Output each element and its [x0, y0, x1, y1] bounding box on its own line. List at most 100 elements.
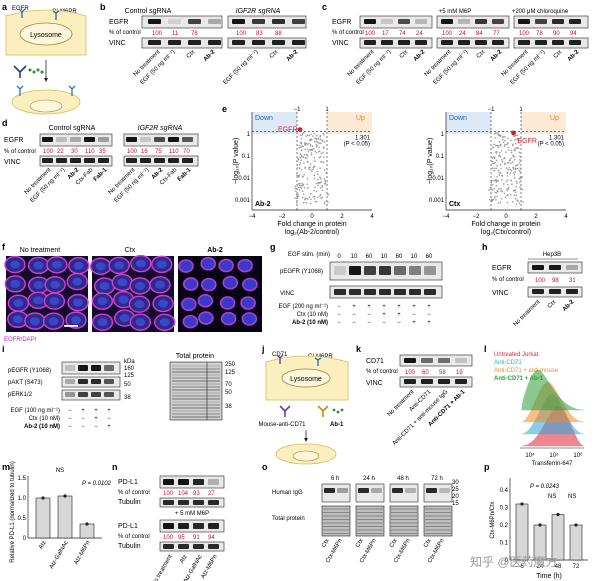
- n-tubulin-band-bottom: [208, 544, 219, 549]
- p-y-tick: 0.2: [500, 523, 509, 529]
- protein-point: [294, 197, 296, 200]
- threshold-value: 1.301: [549, 135, 565, 141]
- protein-point: [491, 184, 494, 186]
- protein-point: [513, 148, 516, 151]
- n-blot-pdl1-bottom: [159, 519, 225, 533]
- protein-point: [512, 168, 515, 170]
- d-egfr-band: [182, 137, 193, 142]
- cell-nucleus: [242, 277, 258, 292]
- protein-point: [498, 188, 500, 190]
- protein-point: [514, 135, 516, 137]
- protein-point: [513, 156, 516, 158]
- panel-b-letter: b: [100, 2, 106, 12]
- protein-point: [496, 190, 499, 192]
- o-ctx-m6pn-band: [337, 488, 348, 493]
- h-pct-3: 31: [569, 278, 576, 284]
- protein-point: [516, 167, 519, 170]
- c-egfr-band: [381, 19, 393, 24]
- protein-point: [513, 177, 516, 179]
- g-vinc-band: [379, 289, 391, 295]
- protein-point: [502, 136, 504, 138]
- protein-point: [506, 189, 508, 192]
- panel-j-letter: j: [261, 344, 265, 354]
- i-kda-r5: 38: [225, 404, 232, 410]
- protein-point: [317, 196, 319, 198]
- protein-point: [506, 175, 509, 177]
- m-y-tick: 0: [23, 536, 27, 542]
- protein-point: [498, 171, 500, 173]
- protein-point: [490, 181, 493, 184]
- b-pct-1-3: 78: [191, 31, 198, 37]
- m6p-glycan-icon: [28, 68, 44, 74]
- k-vinc-band: [421, 379, 433, 384]
- protein-point: [497, 180, 499, 182]
- l-xlabel: Transferrin-647: [532, 461, 573, 467]
- protein-point: [309, 168, 312, 171]
- up-region-shade: [521, 112, 566, 134]
- protein-point: [313, 147, 315, 150]
- cell-nucleus: [155, 280, 166, 289]
- protein-point: [316, 141, 318, 143]
- o-time-label: 48 h: [397, 476, 409, 482]
- protein-point: [491, 198, 493, 200]
- m-bar: [79, 523, 95, 539]
- protein-point: [312, 135, 314, 137]
- i-row-perk: pERK1/2: [8, 392, 33, 398]
- protein-point: [308, 196, 311, 199]
- protein-point: [518, 202, 521, 204]
- c-egfr-band: [415, 19, 427, 24]
- y-tick-label: 0.1: [436, 154, 445, 160]
- b-pct-2-3: 88: [275, 31, 282, 37]
- protein-point: [321, 189, 324, 192]
- m-ns: NS: [56, 468, 64, 474]
- k-blot-vinc: [399, 376, 473, 388]
- cell-nucleus: [13, 299, 24, 308]
- protein-point: [516, 137, 519, 140]
- i-treat-egf: EGF (100 ng ml⁻¹): [10, 408, 60, 414]
- panel-p-letter: p: [484, 462, 490, 472]
- panel-f: f No treatment Ctx Ab-2 EGFR/DAPI: [2, 242, 262, 343]
- n-pdl1-band-bottom: [163, 523, 174, 529]
- cell-nucleus: [71, 316, 82, 325]
- protein-point: [497, 146, 500, 149]
- protein-point: [319, 177, 322, 180]
- egfr-point-label: EGFR: [518, 138, 537, 145]
- m-bar: [35, 497, 51, 539]
- protein-point: [504, 162, 506, 165]
- panel-o: o Human IgG Total protein 6 hCtxCtx-M6Pn…: [262, 462, 459, 564]
- protein-point: [513, 194, 516, 196]
- c-group-m6p: +5 mM M6P: [439, 9, 472, 15]
- y-tick-label: 1: [441, 132, 445, 138]
- b-pct-1-2: 11: [172, 31, 179, 37]
- protein-point: [309, 202, 312, 205]
- protein-point: [500, 167, 502, 170]
- b-egfr-band: [272, 19, 285, 24]
- o-lane-label: Ctx: [321, 538, 331, 549]
- x-axis-label: Fold change in protein: [277, 221, 346, 228]
- protein-point: [502, 183, 505, 185]
- protein-point: [307, 161, 309, 163]
- o-ctx-m6pn-band: [405, 488, 416, 493]
- h-vinc-band: [549, 289, 561, 294]
- b-blot-egfr-2: [227, 15, 307, 29]
- n-tubulin-band-top: [208, 500, 219, 505]
- protein-point: [319, 136, 321, 138]
- protein-point: [499, 163, 502, 166]
- cell-nucleus: [241, 312, 258, 326]
- protein-point: [303, 153, 306, 156]
- up-label: Up: [550, 115, 559, 122]
- panel-j: j CD71 CI-M6PR Lysosome Mouse-anti-CD71 …: [258, 344, 349, 465]
- p-point: [538, 523, 542, 527]
- protein-point: [304, 142, 307, 145]
- g-sign: −: [337, 312, 341, 318]
- g-sign: +: [412, 304, 416, 310]
- g-vinc-band: [409, 289, 421, 295]
- protein-point: [521, 176, 523, 178]
- i-pakt-band: [91, 379, 101, 384]
- protein-point: [514, 142, 517, 145]
- o-total-protein-gel: [389, 505, 419, 537]
- d-percent-value: 75: [155, 149, 162, 155]
- b-pct-1-1: 100: [152, 31, 163, 37]
